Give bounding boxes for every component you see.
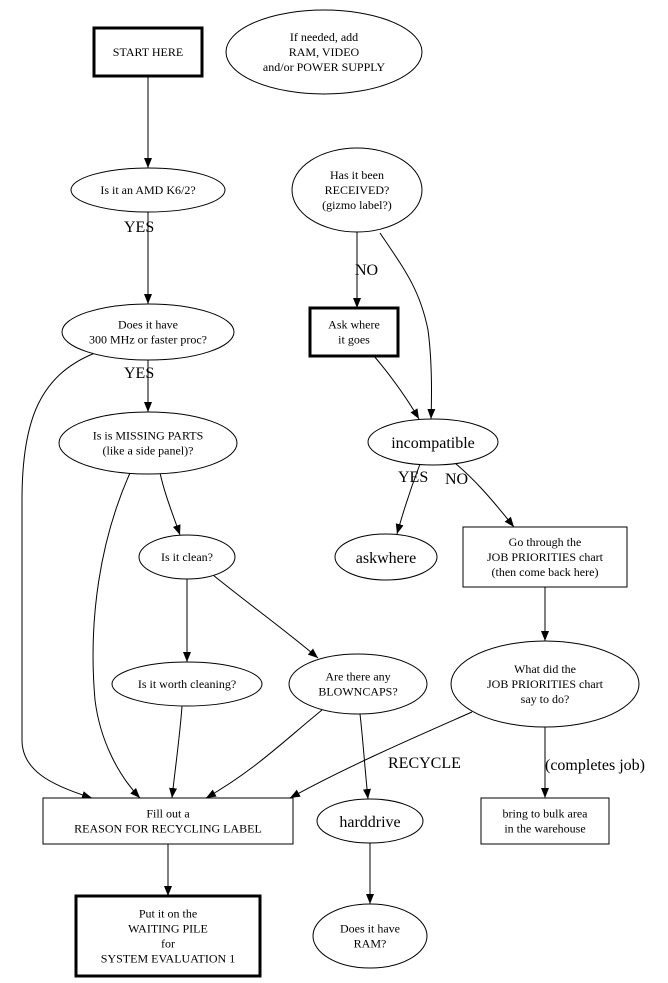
node-text-line: Put it on the xyxy=(139,907,197,921)
node-text-line: JOB PRIORITIES chart xyxy=(487,677,604,691)
node-text-line: Does it have xyxy=(118,318,178,332)
node-text-line: 300 MHz or faster proc? xyxy=(89,333,207,347)
edge-received-to-incompatible xyxy=(379,232,436,420)
edge-blowncaps-to-harddrive xyxy=(359,713,371,800)
node-ellipse xyxy=(316,798,424,844)
node-text-line: RAM? xyxy=(354,937,387,951)
node-ellipse xyxy=(334,533,438,581)
node-text-line: RAM, VIDEO xyxy=(289,45,360,59)
node-text-line: for xyxy=(161,937,175,951)
node-ellipse xyxy=(291,147,423,233)
node-text-line: START HERE xyxy=(113,45,183,59)
edge-incompatible-to-jobchart xyxy=(454,462,515,528)
node-text-line: in the warehouse xyxy=(504,822,585,836)
node-ellipse xyxy=(288,653,428,715)
node-text-line: say to do? xyxy=(521,692,570,706)
node-text-line: Are there any xyxy=(325,670,390,684)
node-text-line: Is it worth cleaning? xyxy=(138,677,236,691)
node-text-line: (gizmo label?) xyxy=(322,198,392,212)
node-box xyxy=(92,26,204,78)
node-text-line: Fill out a xyxy=(146,807,190,821)
node-ellipse xyxy=(225,9,423,95)
node-text-line: WAITING PILE xyxy=(128,922,208,936)
edge-label-whatdid-to-fillout: RECYCLE xyxy=(388,755,461,772)
node-text-line: Ask where xyxy=(328,318,380,332)
node-text-line: Is it an AMD K6/2? xyxy=(100,183,195,197)
edge-blowncaps-to-fillout xyxy=(205,709,323,799)
node-text-line: askwhere xyxy=(356,550,416,567)
node-text-line: BLOWNCAPS? xyxy=(318,685,397,699)
node-text-line: RECEIVED? xyxy=(325,183,390,197)
node-text-line: Go through the xyxy=(509,535,582,549)
node-box xyxy=(308,306,400,358)
node-amd: Is it an AMD K6/2? xyxy=(70,167,226,213)
edge-clean-to-blowncaps xyxy=(212,574,319,659)
edge-worth-to-fillout xyxy=(169,705,183,799)
node-ellipse xyxy=(312,903,428,969)
edge-mhz-to-fillout xyxy=(21,352,96,799)
node-askwhere: askwhere xyxy=(334,533,438,581)
edge-missing-to-clean xyxy=(159,472,181,536)
node-incompatible: incompatible xyxy=(367,418,499,466)
node-text-line: Does it have xyxy=(340,922,400,936)
node-ellipse xyxy=(70,167,226,213)
node-box xyxy=(480,797,610,845)
node-text-line: it goes xyxy=(338,333,370,347)
node-text-line: harddrive xyxy=(339,814,400,831)
node-text-line: Has it been xyxy=(330,168,384,182)
node-ellipse xyxy=(111,661,263,707)
edge-label-incompatible-to-askwhere: YES xyxy=(398,469,428,486)
node-worth: Is it worth cleaning? xyxy=(111,661,263,707)
node-ellipse xyxy=(58,411,238,475)
node-text-line: JOB PRIORITIES chart xyxy=(487,550,604,564)
node-text-line: (then come back here) xyxy=(492,565,599,579)
node-text-line: SYSTEM EVALUATION 1 xyxy=(101,952,235,966)
node-harddrive: harddrive xyxy=(316,798,424,844)
node-box xyxy=(462,526,628,588)
edge-label-amd-to-mhz: YES xyxy=(124,219,154,236)
edges-layer xyxy=(21,76,549,904)
node-box xyxy=(42,797,294,845)
edge-incompatible-to-askwhere xyxy=(395,463,421,535)
node-text-line: incompatible xyxy=(391,435,475,452)
edge-label-incompatible-to-jobchart: NO xyxy=(445,471,468,488)
node-box xyxy=(74,894,262,978)
edge-whatdid-to-fillout xyxy=(289,711,473,799)
node-text-line: Is it clean? xyxy=(161,550,213,564)
node-text-line: REASON FOR RECYCLING LABEL xyxy=(74,822,262,836)
edge-label-whatdid-to-bulk: (completes job) xyxy=(545,757,645,774)
node-clean: Is it clean? xyxy=(138,534,236,580)
edge-label-received-to-askwheregoes: NO xyxy=(355,262,378,279)
node-text-line: bring to bulk area xyxy=(503,807,589,821)
node-ellipse xyxy=(138,534,236,580)
edge-label-mhz-to-missing: YES xyxy=(124,365,154,382)
node-text-line: If needed, add xyxy=(290,30,358,44)
node-missing: Is is MISSING PARTS(like a side panel)? xyxy=(58,411,238,475)
node-ellipse xyxy=(450,640,640,728)
node-ellipse xyxy=(367,418,499,466)
node-start: START HERE xyxy=(92,26,204,78)
node-ellipse xyxy=(61,303,235,361)
node-text-line: and/or POWER SUPPLY xyxy=(263,60,385,74)
node-text-line: What did the xyxy=(514,662,576,676)
edge-missing-to-fillout xyxy=(92,472,141,799)
edge-askwheregoes-to-incompatible xyxy=(373,355,420,420)
node-text-line: (like a side panel)? xyxy=(103,444,194,458)
node-text-line: Is is MISSING PARTS xyxy=(93,429,204,443)
edge-labels-layer: YES YES NO YES NO RECYCLE (completes job) xyxy=(124,219,645,774)
